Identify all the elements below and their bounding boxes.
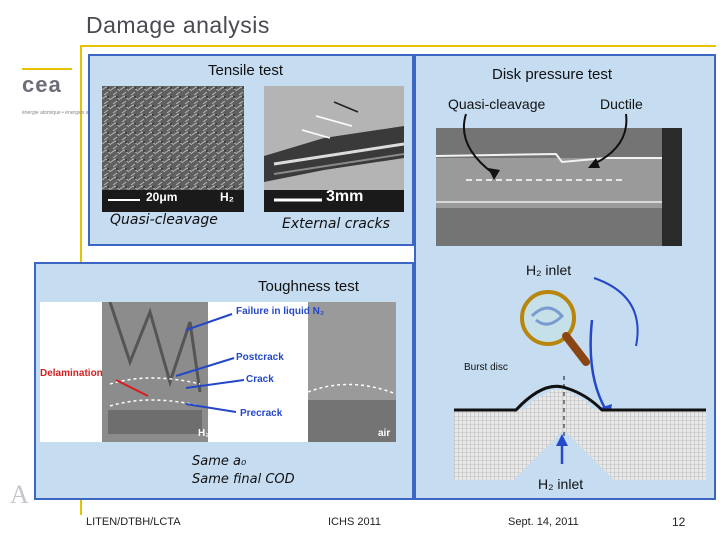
page-number: 12 [672, 515, 686, 529]
disk-panel: Disk pressure test Quasi-cleavage Ductil… [414, 54, 716, 500]
h2-inlet-bottom-label: H₂ inlet [538, 476, 584, 492]
h2-label: H₂ [198, 428, 210, 439]
toughness-title: Toughness test [258, 278, 359, 295]
footer-date: Sept. 14, 2011 [508, 516, 579, 528]
toughness-panel: Toughness test Failure in liquid N₂ Post… [34, 262, 414, 500]
postcrack-label: Postcrack [236, 352, 284, 363]
toughness-photo [40, 302, 396, 442]
failure-label: Failure in liquid N₂ [236, 306, 325, 317]
specimen-photo: 3mm [264, 86, 404, 212]
external-cracks-label: External cracks [282, 216, 390, 232]
logo-accent [22, 68, 72, 70]
fracture-micrograph: 20μm H₂ [102, 86, 244, 212]
magnifier-icon [520, 290, 590, 366]
title-rule [80, 45, 716, 47]
disk-sem-image [436, 128, 682, 246]
specimen-drawing [264, 86, 404, 212]
same-cod-label: Same final COD [192, 472, 295, 487]
burst-disc-label: Burst disc [464, 362, 508, 373]
precrack-label: Precrack [240, 408, 283, 419]
same-a0-label: Same a₀ [192, 454, 247, 469]
h2-inlet-top-label: H₂ inlet [526, 262, 572, 278]
footer-conference: ICHS 2011 [328, 516, 381, 528]
sem-drawing [436, 128, 682, 246]
micro-scale-label: 20μm [146, 190, 178, 204]
disk-title: Disk pressure test [492, 66, 613, 83]
delamination-label: Delamination [40, 368, 103, 379]
quasi-cleavage-label: Quasi-cleavage [110, 212, 218, 228]
watermark-glyph: A [10, 480, 29, 509]
ductile-label: Ductile [600, 96, 643, 112]
tensile-panel: Tensile test 20μm H₂ [88, 54, 414, 246]
toughness-arrows [115, 313, 245, 413]
logo-wordmark: cea [22, 72, 62, 97]
micrograph-texture [102, 86, 244, 212]
page-title: Damage analysis [86, 12, 270, 38]
footer-lab: LITEN/DTBH/LCTA [86, 516, 181, 528]
disk-arrows [462, 113, 639, 464]
macro-scale-label: 3mm [326, 188, 364, 205]
toughness-drawing [102, 302, 396, 442]
logo-subtitle: énergie atomique • énergies alternatives [22, 110, 112, 116]
air-label: air [378, 428, 391, 439]
burst-disc-schematic [454, 376, 706, 480]
crack-label: Crack [246, 374, 274, 385]
disk-quasi-label: Quasi-cleavage [448, 96, 546, 112]
cea-logo: cea énergie atomique • énergies alternat… [20, 68, 111, 128]
micro-h2-label: H₂ [220, 190, 234, 204]
tensile-title: Tensile test [208, 62, 284, 79]
